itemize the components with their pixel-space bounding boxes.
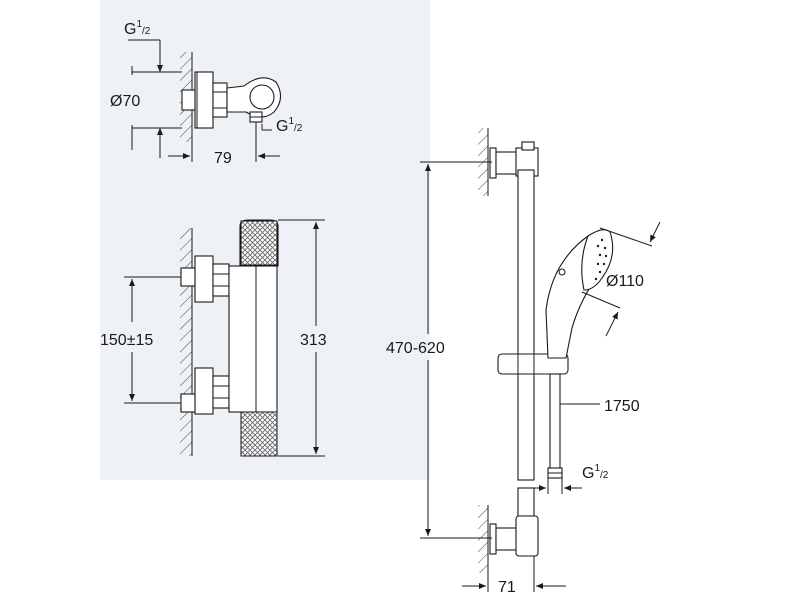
- rail-projection-label: 71: [498, 579, 516, 596]
- diameter-escutcheon-label: Ø70: [110, 93, 140, 110]
- hose-length-label: 1750: [604, 398, 640, 415]
- top-knob-knurl: [240, 220, 278, 266]
- body-height-label: 313: [300, 332, 327, 349]
- thread-label-hose: G1/2: [582, 463, 609, 482]
- shower-rail-view: [420, 128, 661, 592]
- thread-label-outlet: G1/2: [276, 116, 303, 135]
- wall-hatch-rail-bottom: [478, 505, 488, 573]
- thread-label-top: G1/2: [124, 19, 151, 38]
- distance-centers-label: 150±15: [100, 332, 153, 349]
- rail-bar: [517, 169, 535, 481]
- shower-hose: [549, 373, 561, 471]
- outlet-side-view: [128, 39, 282, 162]
- thermostat-view: [124, 219, 325, 457]
- projection-label: 79: [214, 150, 232, 167]
- head-diameter-label: Ø110: [606, 273, 644, 290]
- wall-hatch-middle: [180, 228, 192, 456]
- bottom-knob-knurl: [240, 411, 278, 457]
- rail-range-label: 470-620: [386, 340, 445, 357]
- shower-nozzles: [594, 238, 608, 281]
